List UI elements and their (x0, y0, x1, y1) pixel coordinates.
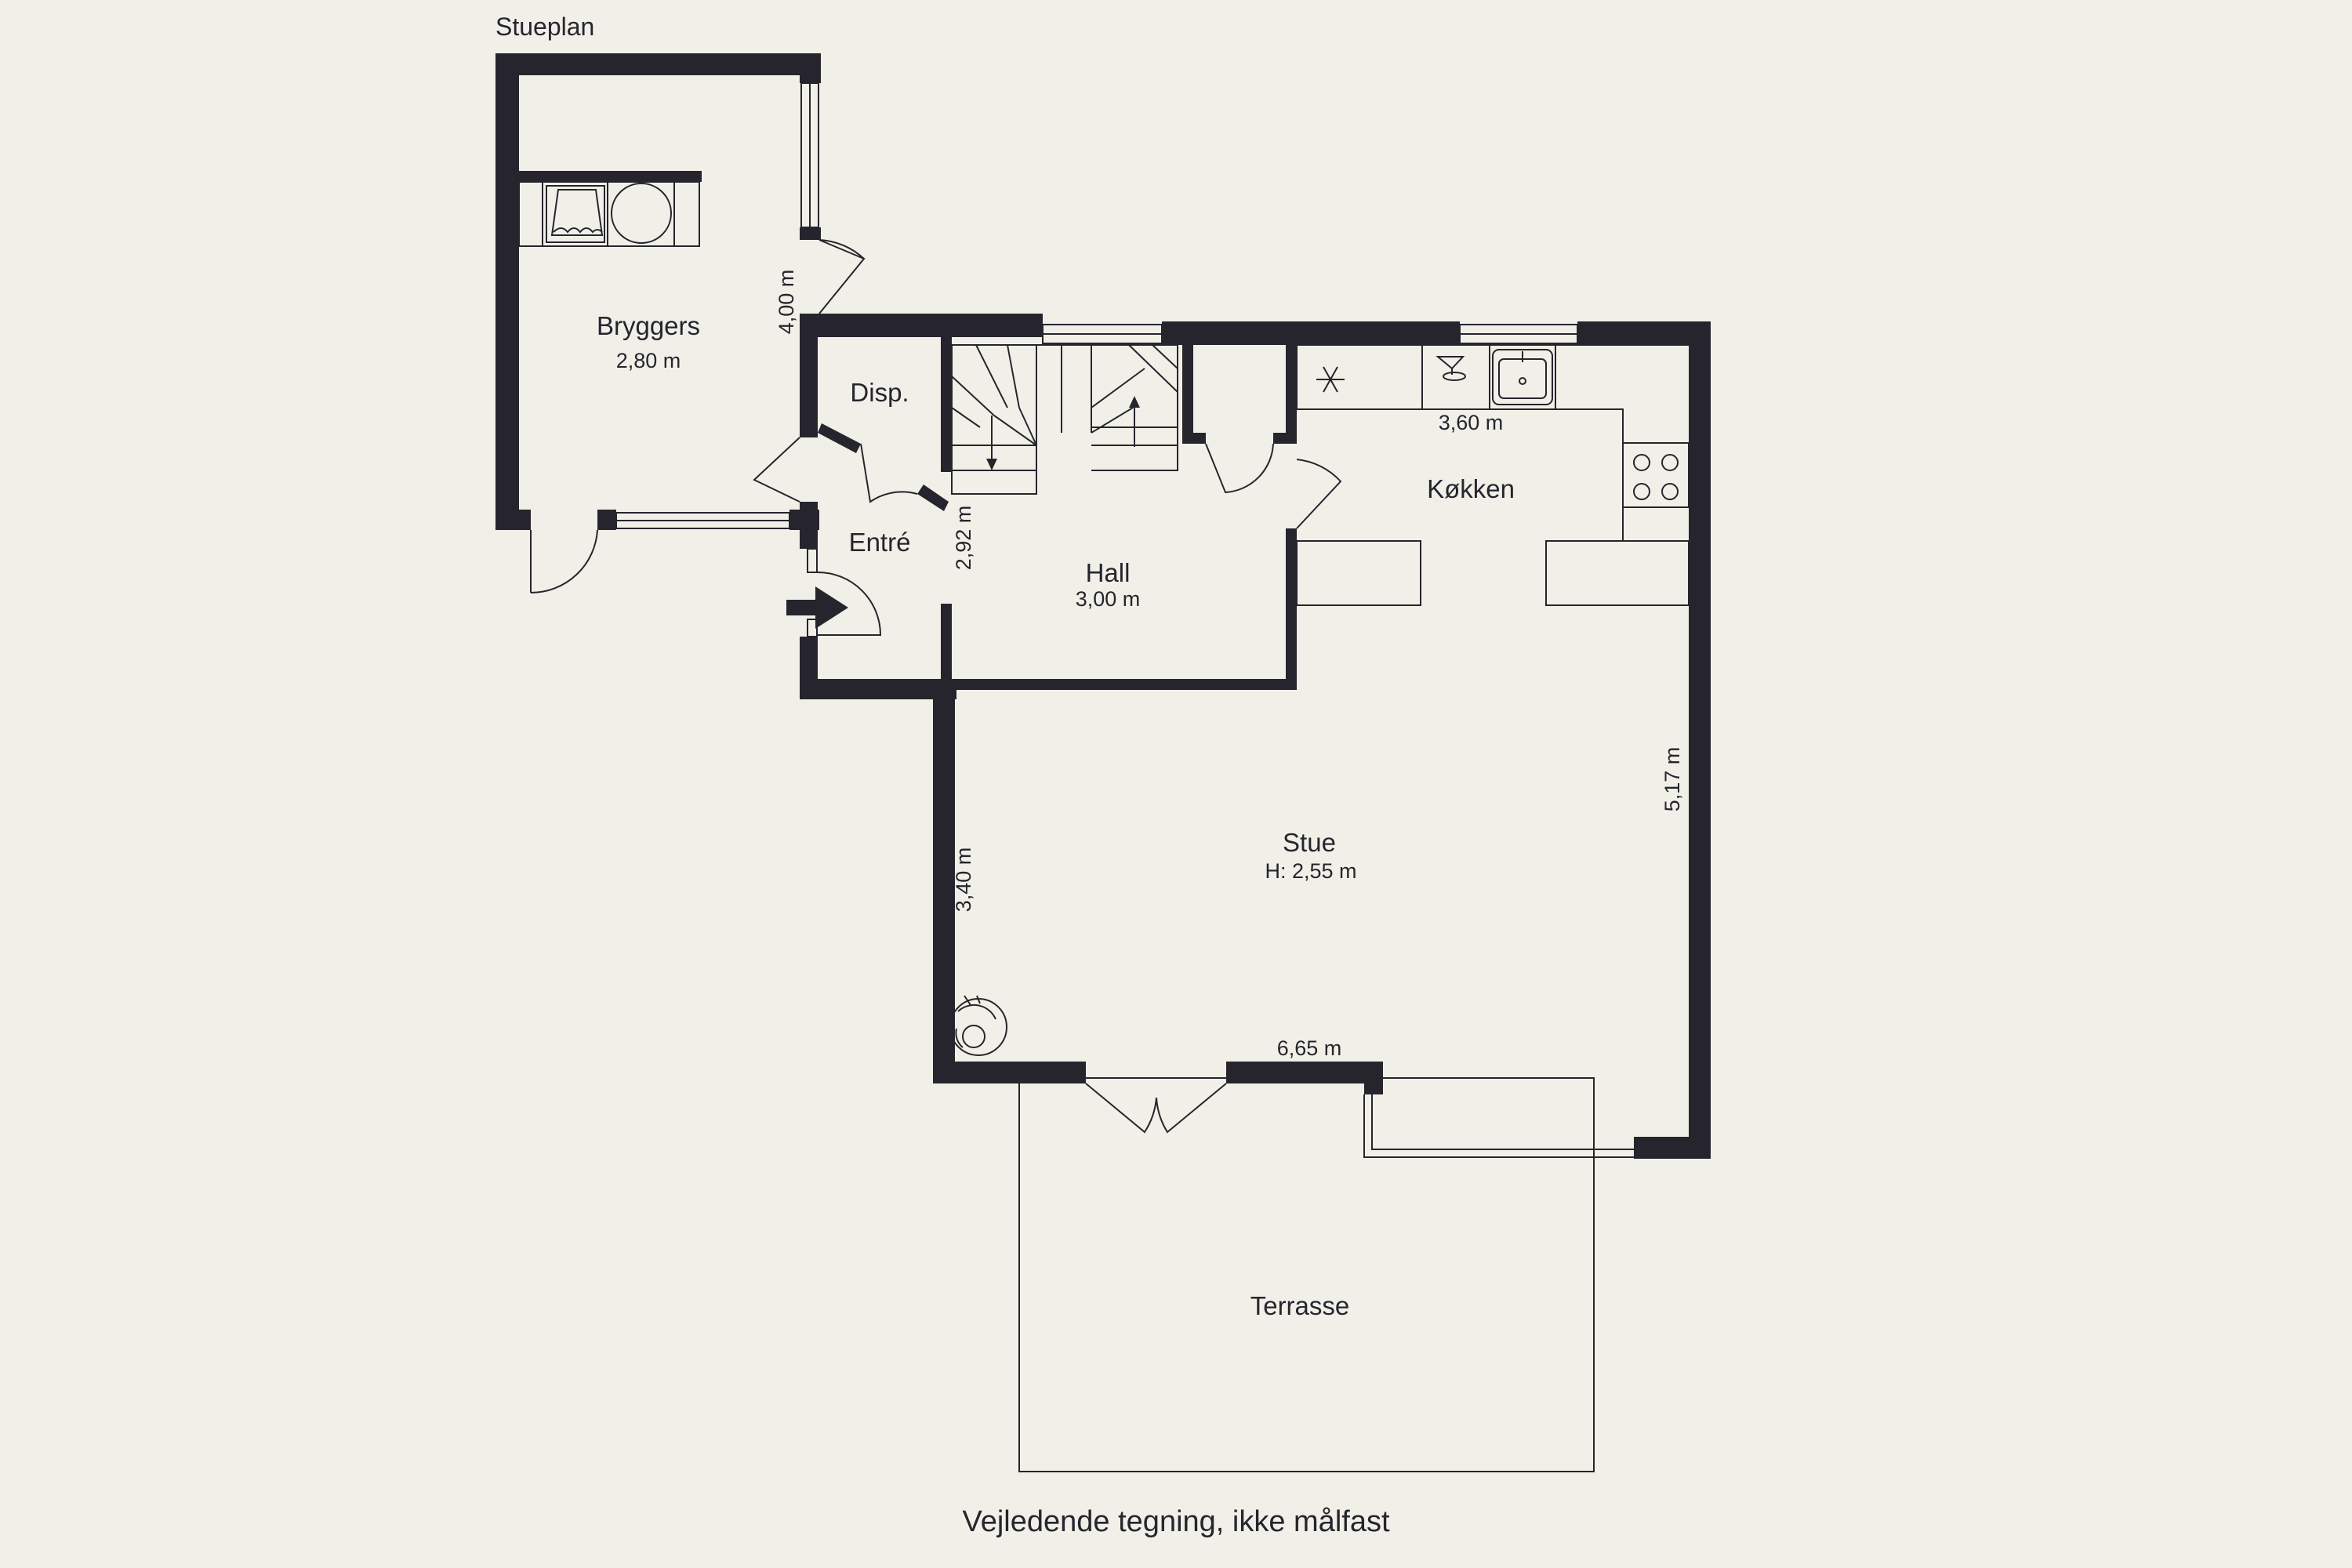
kitchen-fixtures (1296, 344, 1690, 606)
laundry-fixtures (518, 181, 700, 247)
fridge-snowflake (1316, 366, 1345, 393)
wall-bryggers-top (495, 53, 821, 75)
wall-hall-left-lower (941, 604, 952, 682)
room-dim-bryggers: 2,80 m (616, 349, 681, 372)
door-kitchen (1296, 459, 1342, 529)
walls (495, 53, 1711, 1159)
room-name-hall: Hall (1086, 558, 1131, 587)
wall-entre-left-upper (800, 314, 818, 437)
kitchen-island-left (1296, 540, 1421, 606)
wall-stue-left (933, 679, 955, 1083)
entrance-arrow-icon (786, 586, 848, 629)
wall-kitchen-left-upper (1286, 337, 1297, 439)
wall-entre-bottom (800, 679, 956, 699)
door-closet (1205, 443, 1274, 494)
room-name-disp: Disp. (850, 378, 909, 407)
room-name-stue: Stue (1283, 828, 1336, 857)
dryer-icon (611, 183, 672, 244)
wall-right-bottom (1634, 1137, 1711, 1159)
wall-hall-right-lower (1286, 528, 1297, 690)
room-dim-hall: 3,00 m (1076, 587, 1141, 611)
room-name-bryggers: Bryggers (597, 311, 700, 340)
laundry-counter (518, 181, 700, 247)
room-right-dim-stue: 5,17 m (1661, 747, 1684, 812)
door-terrace-right (1156, 1083, 1227, 1134)
room-side-dim-hall: 2,92 m (952, 506, 975, 571)
windows (615, 82, 1634, 1158)
wall-disp-diagonal-a (818, 423, 861, 453)
plan-title: Stueplan (495, 13, 594, 41)
wall-top-right (1577, 321, 1711, 345)
wall-bryggers-right-stub (800, 227, 821, 240)
room-labels: Bryggers 2,80 m 4,00 m Disp. Entré Hall … (597, 270, 1684, 1320)
door-bryggers-right (818, 239, 865, 260)
doors (530, 239, 1342, 1134)
room-side-dim-bryggers: 4,00 m (775, 270, 798, 335)
wall-disp-right (941, 337, 952, 472)
wall-disp-diagonal-b (917, 485, 949, 511)
washing-machine-icon (546, 185, 605, 243)
staircase (951, 344, 1178, 495)
plan-footer: Vejledende tegning, ikke målfast (962, 1505, 1389, 1538)
wall-bottom-middle (1226, 1062, 1383, 1083)
room-bottom-dim-stue: 6,65 m (1277, 1036, 1342, 1060)
wall-right (1689, 321, 1711, 1159)
wall-closet-left-foot (1182, 433, 1206, 444)
room-height-stue: H: 2,55 m (1265, 859, 1356, 883)
wall-bryggers-bottom-mid (597, 510, 616, 530)
kitchen-island-right (1545, 540, 1690, 606)
room-name-kokken: Køkken (1427, 474, 1515, 503)
wall-bottom-left (933, 1062, 1086, 1083)
wall-laundry-shelf (519, 171, 702, 182)
wall-bryggers-right-top (800, 53, 821, 83)
faucet-icon (1436, 356, 1466, 381)
door-bryggers-entre (753, 437, 800, 503)
wall-bryggers-left (495, 53, 519, 530)
door-main-entrance (817, 572, 882, 636)
wall-hall-bottom (952, 679, 1297, 690)
wall-top-left (800, 314, 1043, 337)
room-name-entre: Entré (849, 528, 911, 557)
sink-icon (1492, 349, 1553, 405)
wall-closet-right-foot (1273, 433, 1297, 444)
window-bay-inner (1371, 1094, 1634, 1150)
stove-icon (1622, 442, 1690, 508)
wall-closet-left (1182, 337, 1193, 439)
wall-entre-left-mid (800, 502, 818, 549)
wall-top-middle (1162, 321, 1460, 345)
door-disp (860, 443, 918, 503)
wall-bay-corner (1364, 1062, 1383, 1094)
room-dim-kokken: 3,60 m (1439, 411, 1504, 434)
wood-stove-icon (949, 995, 1007, 1056)
room-left-dim-stue: 3,40 m (952, 848, 975, 913)
window-bay-outer (1363, 1094, 1634, 1158)
wall-bryggers-bottom-left (495, 510, 531, 530)
room-name-terrasse: Terrasse (1250, 1291, 1350, 1320)
